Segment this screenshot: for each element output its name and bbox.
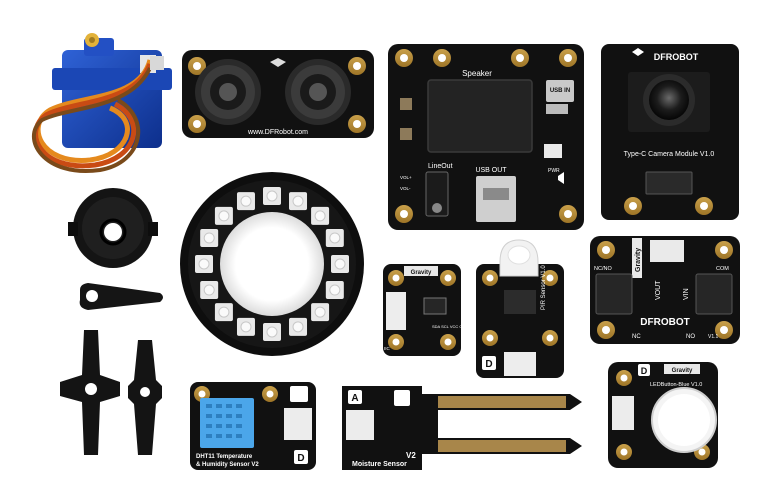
pwr-label: PWR [548, 168, 560, 174]
led-ring-pixels [195, 187, 349, 341]
relay-gravity-label: Gravity [635, 248, 642, 272]
servo-arm-cross [60, 330, 120, 455]
led-pixel-lens [334, 258, 346, 270]
speaker-title-label: Speaker [462, 69, 492, 78]
moisture-sensor: A V2 Moisture Sensor [342, 386, 582, 470]
led-pixel-lens [203, 284, 215, 296]
moisture-ver-label: V2 [406, 451, 416, 460]
dht11-sensor: DHT11 Temperature & Humidity Sensor V2 D [190, 382, 316, 470]
servo-motor [31, 33, 172, 174]
usb-out-label: USB OUT [475, 167, 507, 174]
led-pixel-lens [240, 321, 252, 333]
ultrasonic-url-label: www.DFRobot.com [247, 129, 308, 136]
gravity-small-label: Gravity [411, 270, 432, 276]
led-button-d-label: D [641, 366, 648, 376]
led-button-module: D Gravity LEDButton-Blue V1.0 [608, 362, 718, 468]
led-pixel-lens [218, 210, 230, 222]
led-pixel-lens [292, 321, 304, 333]
servo-arm-double [128, 340, 162, 455]
relay-vout-label: VOUT [655, 280, 662, 300]
led-pixel-lens [240, 195, 252, 207]
led-pixel-lens [266, 326, 278, 338]
led-pixel-lens [198, 258, 210, 270]
relay-nc-no-label: NC/NO [594, 266, 612, 272]
pir-sensor: PIR Sensor V1.0 D [476, 239, 564, 378]
led-pixel-lens [292, 195, 304, 207]
line-out-label: LineOut [428, 163, 453, 170]
ultrasonic-sensor: www.DFRobot.com [182, 50, 374, 138]
led-pixel-lens [218, 306, 230, 318]
dht-line2-label: & Humidity Sensor V2 [196, 462, 259, 468]
vol-minus-label: VOL- [400, 186, 411, 191]
led-pixel-lens [314, 210, 326, 222]
relay-com-label: COM [716, 266, 729, 272]
camera-brand-label: DFROBOT [654, 52, 699, 62]
led-pixel-lens [329, 284, 341, 296]
gravity-small-pins: SDA SCL VCC GND [432, 324, 468, 329]
led-pixel-lens [314, 306, 326, 318]
servo-arm-single [79, 283, 163, 310]
camera-module: DFROBOT Type-C Camera Module V1.0 [601, 44, 739, 220]
moisture-name-label: Moisture Sensor [352, 461, 407, 468]
led-ring [180, 172, 364, 356]
relay-nc-label: NC [632, 334, 641, 340]
led-button-gravity-label: Gravity [672, 368, 693, 374]
relay-vin-label: VIN [683, 288, 690, 300]
relay-module: Gravity NC/NO COM VOUT VIN DFROBOT NC NO… [590, 236, 740, 344]
pir-d-label: D [485, 359, 492, 370]
led-button-name-label: LEDButton-Blue V1.0 [650, 382, 702, 388]
relay-no-label: NO [686, 334, 695, 340]
speaker-module: Speaker USB IN PWR LineOut USB OUT VOL+ … [388, 44, 584, 230]
relay-brand-label: DFROBOT [640, 317, 689, 328]
pir-name-label: PIR Sensor V1.0 [541, 265, 547, 310]
camera-name-label: Type-C Camera Module V1.0 [624, 151, 715, 158]
moisture-a-label: A [351, 393, 358, 404]
usb-in-label: USB IN [550, 88, 570, 94]
led-pixel-lens [266, 190, 278, 202]
dht-d-label: D [297, 453, 304, 464]
dht-line1-label: DHT11 Temperature [196, 454, 253, 460]
gravity-small-ic: IIC [384, 346, 391, 351]
led-pixel-lens [329, 232, 341, 244]
relay-ver-label: V1.1 [708, 334, 719, 340]
led-pixel-lens [203, 232, 215, 244]
vol-plus-label: VOL+ [400, 175, 412, 180]
servo-horn-disk [68, 188, 158, 268]
gravity-i2c-module: Gravity SDA SCL VCC GND IIC [383, 264, 468, 356]
